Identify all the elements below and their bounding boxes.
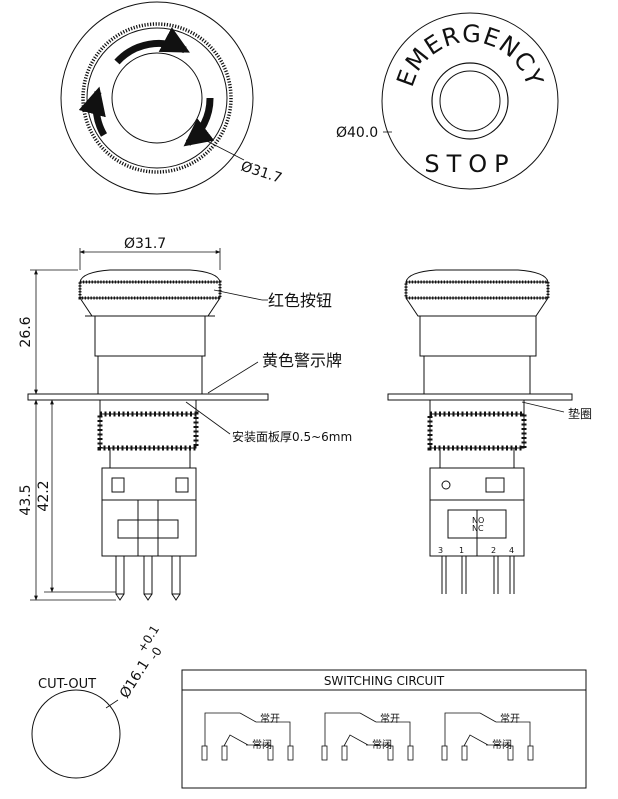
circuit-3-no-label: 常开 [500,712,520,725]
pin-label-3: 3 [438,546,443,555]
terminal-no-label: NO [472,516,484,525]
front-nut-knurl [97,411,199,451]
panel-thickness-label: 安装面板厚0.5~6mm [232,429,352,444]
pin-label-4: 4 [509,546,514,555]
washer-label: 垫圈 [568,406,592,421]
cutout-diameter: Ø16.1 [117,657,153,701]
circuit-2-nc-label: 常闭 [372,738,392,751]
label-plate-diameter: Ø40.0 [336,125,378,141]
top-view [60,1,254,195]
switching-circuit [181,669,587,789]
circuit-unit-1 [201,712,294,761]
front-height-body-dim: 42.2 [36,480,52,511]
cutout-dimension: Ø16.1 +0.1 -0 [117,623,165,702]
switching-circuit-title: SWITCHING CIRCUIT [324,674,445,688]
stop-text: STOP [424,150,515,178]
terminal-nc-label: NC [472,524,484,533]
label-plate [381,12,559,190]
cutout-title: CUT-OUT [38,677,96,692]
front-height-top-dim: 26.6 [18,316,34,347]
circuit-2-no-label: 常开 [380,712,400,725]
side-cap-knurl [404,280,550,300]
top-view-diameter: Ø31.7 [239,159,284,187]
side-view [387,269,573,594]
circuit-1-no-label: 常开 [260,712,280,725]
red-button-label: 红色按钮 [268,291,332,310]
emergency-text: EMERGENCY [391,20,549,90]
side-nut-knurl [427,411,527,451]
front-height-total-dim: 43.5 [18,484,34,515]
circuit-3-nc-label: 常闭 [492,738,512,751]
yellow-plate-label: 黄色警示牌 [262,351,342,370]
rotate-arrow-right [183,97,215,147]
cap-knurl [78,280,222,300]
rotate-arrow-left [78,86,108,137]
circuit-unit-2 [321,712,414,761]
circuit-1-nc-label: 常闭 [252,738,272,751]
front-view-dimensions [30,248,268,601]
cutout-circle [31,689,121,779]
front-width-dim: Ø31.7 [124,236,166,252]
rotate-arrow-top [114,27,190,65]
front-view [27,269,269,601]
circuit-unit-3 [441,712,534,761]
pin-label-2: 2 [491,546,496,555]
pin-label-1: 1 [459,546,464,555]
